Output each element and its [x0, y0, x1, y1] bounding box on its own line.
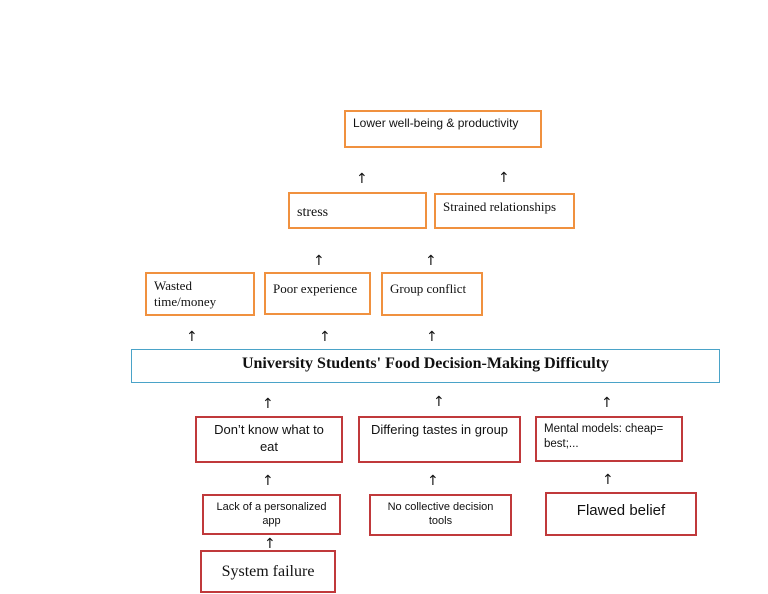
box-wasted: Wasted time/money — [145, 272, 255, 316]
box-flawed-belief: Flawed belief — [545, 492, 697, 536]
box-group-conflict: Group conflict — [381, 272, 483, 316]
box-system-failure: System failure — [200, 550, 336, 593]
box-mental-models: Mental models: cheap= best;... — [535, 416, 683, 462]
box-poor-experience: Poor experience — [264, 272, 371, 315]
arrow-icon: ↑ — [313, 253, 325, 269]
arrow-icon: ↑ — [433, 394, 445, 410]
arrow-icon: ↑ — [262, 473, 274, 489]
arrow-icon: ↑ — [262, 396, 274, 412]
box-strained-relationships: Strained relationships — [434, 193, 575, 229]
central-problem-title: University Students' Food Decision-Makin… — [131, 349, 720, 383]
arrow-icon: ↑ — [601, 395, 613, 411]
box-lower-wellbeing: Lower well-being & productivity — [344, 110, 542, 148]
box-lack-app: Lack of a personalized app — [202, 494, 341, 535]
arrow-icon: ↑ — [427, 473, 439, 489]
arrow-icon: ↑ — [498, 170, 510, 186]
arrow-icon: ↑ — [426, 329, 438, 345]
arrow-icon: ↑ — [264, 536, 276, 552]
box-no-tools: No collective decision tools — [369, 494, 512, 536]
arrow-icon: ↑ — [186, 329, 198, 345]
arrow-icon: ↑ — [425, 253, 437, 269]
arrow-icon: ↑ — [319, 329, 331, 345]
box-stress: stress — [288, 192, 427, 229]
arrow-icon: ↑ — [602, 472, 614, 488]
box-dont-know: Don’t know what to eat — [195, 416, 343, 463]
box-differing-tastes: Differing tastes in group — [358, 416, 521, 463]
arrow-icon: ↑ — [356, 171, 368, 187]
